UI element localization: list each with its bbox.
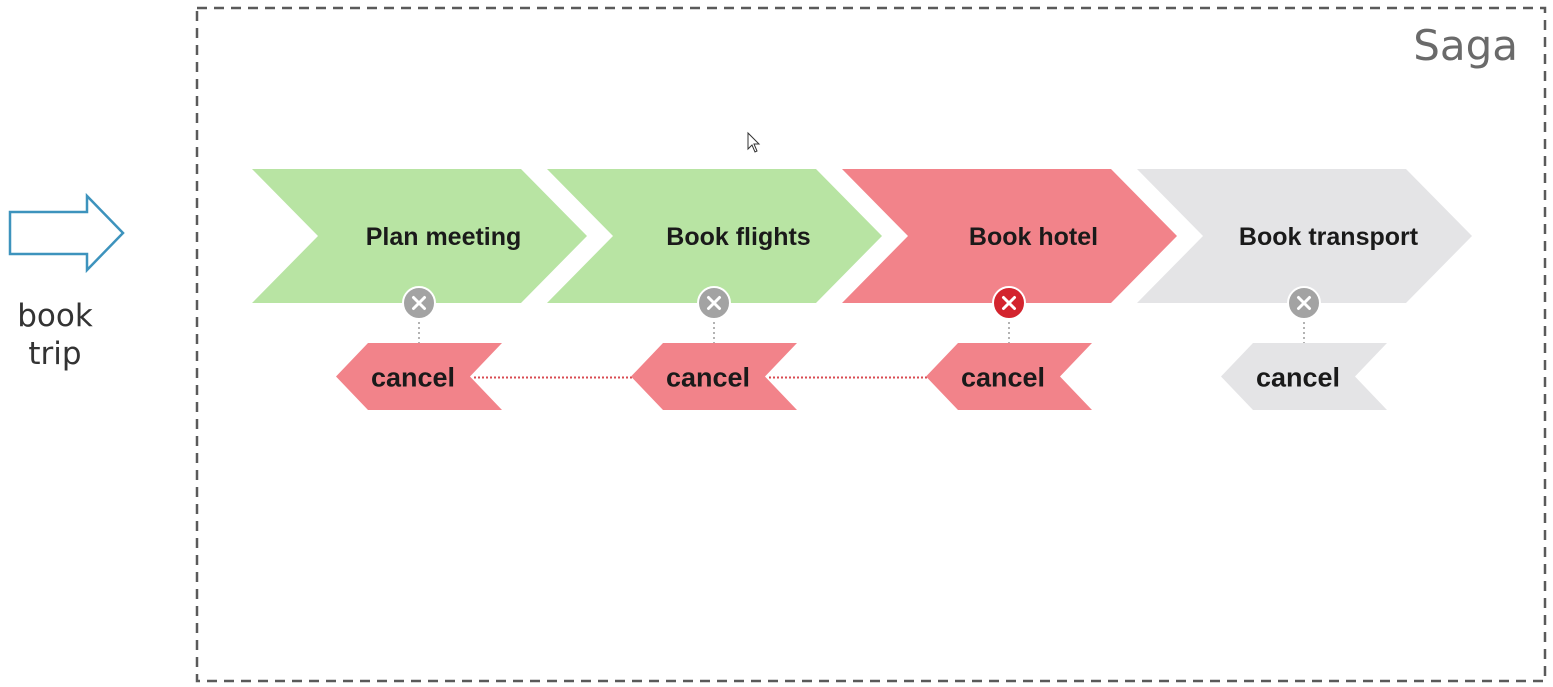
saga-boundary bbox=[195, 6, 1547, 683]
step-chevron bbox=[252, 169, 587, 303]
compensation-chevron bbox=[1221, 343, 1387, 410]
step-chevron bbox=[842, 169, 1177, 303]
compensation-step: cancel bbox=[1221, 343, 1387, 410]
x-circle-icon bbox=[697, 286, 731, 320]
right-arrow-outline-icon bbox=[8, 192, 125, 274]
step-label: Book transport bbox=[1239, 223, 1419, 251]
step-chevron bbox=[1137, 169, 1472, 303]
compensation-step: cancel bbox=[336, 343, 502, 410]
entry-label-line-1: book bbox=[17, 298, 93, 334]
step-connectors bbox=[418, 317, 1305, 343]
compensation-label: cancel bbox=[1256, 363, 1340, 393]
entry-label-line-2: trip bbox=[28, 336, 81, 372]
x-circle-icon bbox=[1287, 286, 1321, 320]
marker-cross bbox=[707, 296, 721, 310]
marker-cross bbox=[1297, 296, 1311, 310]
mouse-pointer-icon bbox=[747, 131, 761, 153]
marker-cross bbox=[412, 296, 426, 310]
saga-step: Book hotel bbox=[842, 169, 1177, 303]
saga-step: Book transport bbox=[1137, 169, 1472, 303]
compensation-step: cancel bbox=[631, 343, 797, 410]
compensation-chevron bbox=[926, 343, 1092, 410]
step-chevron bbox=[547, 169, 882, 303]
compensation-chevron bbox=[631, 343, 797, 410]
compensation-label: cancel bbox=[371, 363, 455, 393]
saga-step: Plan meeting bbox=[252, 169, 587, 303]
step-label: Book flights bbox=[666, 223, 810, 251]
compensation-chevron bbox=[336, 343, 502, 410]
x-circle-icon bbox=[402, 286, 436, 320]
step-label: Plan meeting bbox=[366, 223, 522, 251]
compensation-step: cancel bbox=[926, 343, 1092, 410]
x-circle-icon bbox=[992, 286, 1026, 320]
compensation-label: cancel bbox=[961, 363, 1045, 393]
compensations: cancel cancel cancel cancel bbox=[336, 343, 1387, 410]
step-label: Book hotel bbox=[969, 223, 1098, 251]
saga-step: Book flights bbox=[547, 169, 882, 303]
compensation-label: cancel bbox=[666, 363, 750, 393]
saga-title: Saga bbox=[1413, 21, 1518, 70]
marker-cross bbox=[1002, 296, 1016, 310]
saga-steps: Plan meeting Book flights Book hotel Boo… bbox=[252, 169, 1472, 303]
step-markers bbox=[402, 286, 1321, 320]
